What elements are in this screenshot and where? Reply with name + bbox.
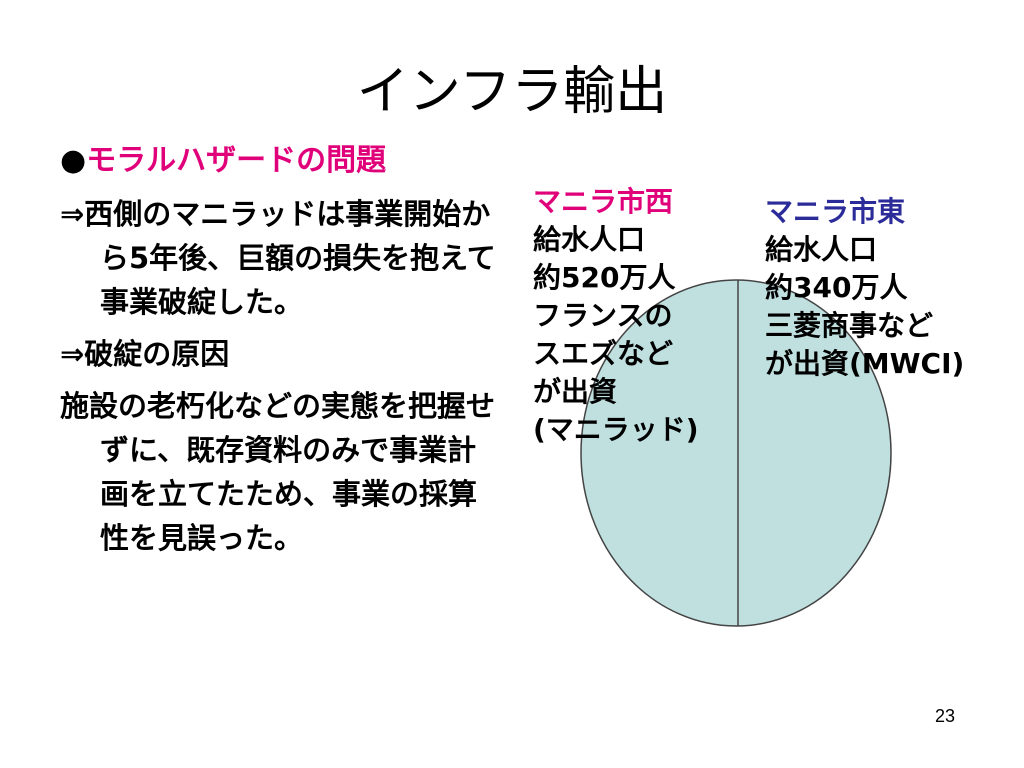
service-area-ellipse bbox=[580, 279, 892, 627]
west-info-line: 給水人口 bbox=[533, 223, 646, 256]
west-info-line: (マニラッド) bbox=[533, 413, 699, 446]
page-number: 23 bbox=[935, 706, 956, 726]
west-info-line: が出資 bbox=[533, 375, 618, 408]
slide-title: インフラ輸出 bbox=[356, 62, 668, 122]
east-zone-title: マニラ市東 bbox=[765, 195, 906, 228]
west-zone-info: マニラ市西 給水人口 約520万人 フランスの スエズなど が出資 (マニラッド… bbox=[533, 183, 733, 449]
service-area-diagram bbox=[580, 278, 892, 628]
paragraph-cause-detail: 施設の老朽化などの実態を把握せずに、既存資料のみで事業計画を立てたため、事業の採… bbox=[60, 389, 496, 555]
service-area-svg bbox=[580, 279, 892, 627]
east-info-line: 三菱商事など bbox=[765, 309, 934, 342]
east-zone-info: マニラ市東 給水人口 約340万人 三菱商事など が出資(MWCI) bbox=[765, 193, 1020, 383]
west-info-line: フランスの bbox=[533, 299, 673, 332]
paragraph-cause-label: ⇒破綻の原因 bbox=[60, 337, 230, 371]
left-column: ●モラルハザードの問題 ⇒西側のマニラッドは事業開始から5年後、巨額の損失を抱え… bbox=[60, 140, 500, 568]
east-info-line: 給水人口 bbox=[765, 233, 878, 266]
west-info-line: 約520万人 bbox=[533, 261, 676, 294]
east-info-line: が出資(MWCI) bbox=[765, 347, 965, 380]
west-zone-title: マニラ市西 bbox=[533, 185, 674, 218]
west-info-line: スエズなど bbox=[533, 337, 674, 370]
section-heading: ●モラルハザードの問題 bbox=[60, 140, 500, 182]
paragraph-bankruptcy: ⇒西側のマニラッドは事業開始から5年後、巨額の損失を抱えて事業破綻した。 bbox=[60, 197, 496, 319]
east-info-line: 約340万人 bbox=[765, 271, 908, 304]
bullet-icon: ● bbox=[60, 143, 87, 178]
section-heading-text: モラルハザードの問題 bbox=[86, 143, 387, 178]
